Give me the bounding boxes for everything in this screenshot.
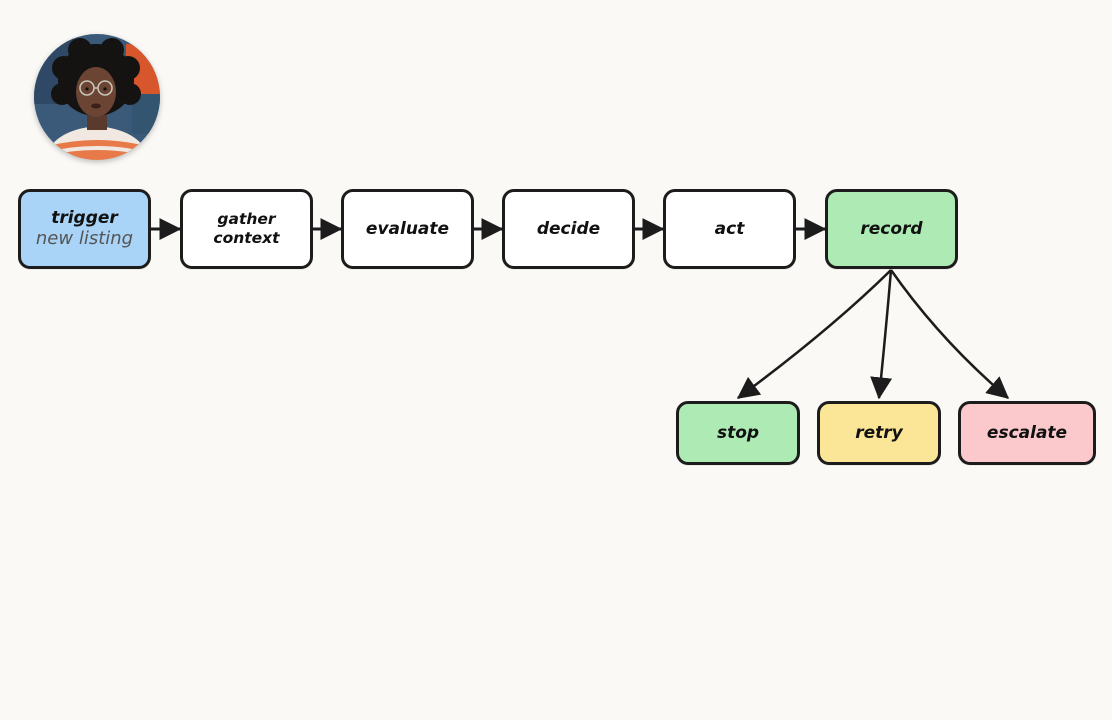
node-stop: stop [676, 401, 800, 465]
node-trigger-sublabel: new listing [35, 228, 134, 250]
presenter-avatar [34, 34, 160, 160]
node-trigger: trigger new listing [18, 189, 151, 269]
node-escalate: escalate [958, 401, 1096, 465]
node-evaluate: evaluate [341, 189, 474, 269]
node-decide: decide [502, 189, 635, 269]
node-evaluate-label: evaluate [365, 218, 450, 239]
node-decide-label: decide [536, 218, 601, 239]
node-retry-label: retry [855, 422, 903, 443]
edge-record-to-retry [870, 269, 893, 400]
node-escalate-label: escalate [986, 422, 1068, 443]
edge-record-to-stop [736, 269, 892, 400]
node-act: act [663, 189, 796, 269]
presenter-avatar-icon [34, 34, 160, 160]
node-stop-label: stop [716, 422, 760, 443]
node-gather-context-label: gather context [213, 210, 280, 247]
node-act-label: act [714, 218, 745, 239]
node-gather-context: gather context [180, 189, 313, 269]
edge-record-to-escalate [889, 269, 1010, 399]
node-record: record [825, 189, 958, 269]
node-retry: retry [817, 401, 941, 465]
node-record-label: record [860, 218, 923, 239]
node-trigger-label: trigger [51, 208, 118, 228]
